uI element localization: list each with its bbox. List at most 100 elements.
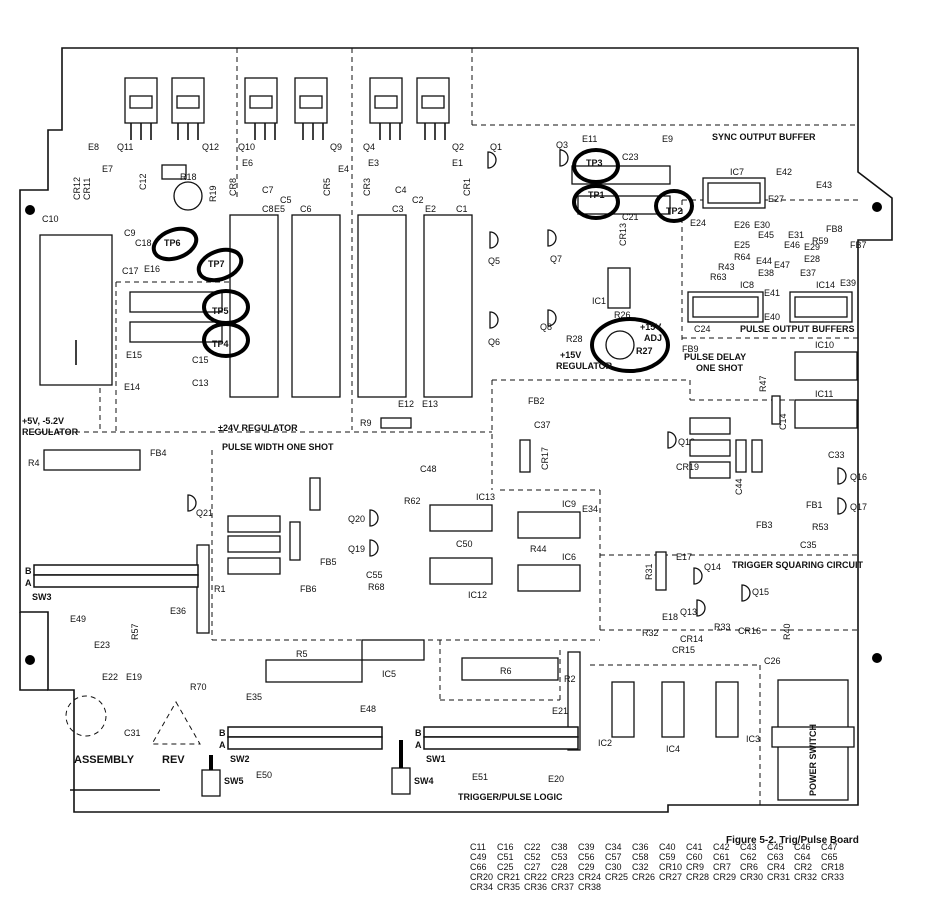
label-sw5: SW5 (224, 776, 244, 786)
label-e14: E14 (124, 382, 140, 392)
component-label: CR28 (686, 872, 709, 882)
label-r62: R62 (404, 496, 421, 506)
label-sw2: SW2 (230, 754, 250, 764)
label-q17: Q17 (850, 502, 867, 512)
section-pulse-width: PULSE WIDTH ONE SHOT (222, 442, 334, 452)
label-e29: E29 (804, 242, 820, 252)
component-label: C65 (821, 852, 838, 862)
label-sw1-pin-a: A (415, 740, 422, 750)
test-point-markers (151, 148, 694, 373)
label-e23: E23 (94, 640, 110, 650)
component-label: CR25 (605, 872, 628, 882)
label-e43: E43 (816, 180, 832, 190)
label-ic12: IC12 (468, 590, 487, 600)
label-ic5: IC5 (382, 669, 396, 679)
label-e22: E22 (102, 672, 118, 682)
label-e35: E35 (246, 692, 262, 702)
label-r2: R2 (564, 674, 576, 684)
section-regulator-15v: +15V (560, 350, 581, 360)
label-fb1: FB1 (806, 500, 823, 510)
label-cr5: CR5 (322, 178, 332, 196)
label-c14: C14 (778, 413, 788, 430)
label-c44: C44 (734, 478, 744, 495)
label-q4: Q4 (363, 142, 375, 152)
label-r59: R59 (812, 236, 829, 246)
label-c15: C15 (192, 355, 209, 365)
component-label: C28 (551, 862, 568, 872)
label-c1: C1 (456, 204, 468, 214)
component-label: CR36 (524, 882, 547, 892)
label-sw1: SW1 (426, 754, 446, 764)
section-power-switch: POWER SWITCH (808, 724, 818, 796)
label-e36: E36 (170, 606, 186, 616)
label-e20: E20 (548, 774, 564, 784)
component-label: CR24 (578, 872, 601, 882)
label-tp6: TP6 (164, 238, 181, 248)
label-e48: E48 (360, 704, 376, 714)
label-c18: C18 (135, 238, 152, 248)
mounting-hole (872, 202, 882, 212)
label-c21: C21 (622, 212, 639, 222)
component-label: CR6 (740, 862, 758, 872)
label-e12: E12 (398, 399, 414, 409)
label-q2: Q2 (452, 142, 464, 152)
label-sw2-pin-a: A (219, 740, 226, 750)
component-label: C42 (713, 842, 730, 852)
rev-triangle (151, 700, 201, 745)
label-r27: R27 (636, 346, 653, 356)
switch-connectors (33, 564, 855, 801)
label-r5: R5 (296, 649, 308, 659)
label-r26: R26 (614, 310, 631, 320)
label-q14: Q14 (704, 562, 721, 572)
label-e17: E17 (676, 552, 692, 562)
label-cr3: CR3 (362, 178, 372, 196)
label-e47: E47 (774, 260, 790, 270)
label-c8: C8 (262, 204, 274, 214)
label-c23: C23 (622, 152, 639, 162)
label-e4: E4 (338, 164, 349, 174)
component-label: C59 (659, 852, 676, 862)
section-trigger-logic: TRIGGER/PULSE LOGIC (458, 792, 563, 802)
label-q16: Q16 (850, 472, 867, 482)
component-label: C46 (794, 842, 811, 852)
label-e26: E26 (734, 220, 750, 230)
label-cr13: CR13 (618, 223, 628, 246)
section-regulator-15v-2: REGULATOR (556, 361, 613, 371)
component-label: CR30 (740, 872, 763, 882)
label-e41: E41 (764, 288, 780, 298)
label-ic3: IC3 (746, 734, 760, 744)
label-e31: E31 (788, 230, 804, 240)
label-ic4: IC4 (666, 744, 680, 754)
component-label: C61 (713, 852, 730, 862)
label-c5: C5 (280, 195, 292, 205)
label-sw4: SW4 (414, 776, 434, 786)
label-e11: E11 (582, 134, 597, 144)
label-e45: E45 (758, 230, 774, 240)
component-label: C62 (740, 852, 757, 862)
component-label: C39 (578, 842, 595, 852)
component-label: C45 (767, 842, 784, 852)
label-r28: R28 (566, 334, 583, 344)
label-q13: Q13 (680, 607, 697, 617)
label-q7: Q7 (550, 254, 562, 264)
component-label: C41 (686, 842, 703, 852)
label-e8: E8 (88, 142, 99, 152)
label-c4: C4 (395, 185, 407, 195)
board-outline (19, 47, 893, 813)
label-sw1-pin-b: B (415, 728, 422, 738)
label-e34: E34 (582, 504, 598, 514)
component-label: C60 (686, 852, 703, 862)
label-r57: R57 (130, 623, 140, 640)
component-label: C11 (470, 842, 486, 852)
label-e38: E38 (758, 268, 774, 278)
label-e37: E37 (800, 268, 816, 278)
label-r68: R68 (368, 582, 385, 592)
label-q6: Q6 (488, 337, 500, 347)
label-c50: C50 (456, 539, 473, 549)
label-fb4: FB4 (150, 448, 167, 458)
label-ic6: IC6 (562, 552, 576, 562)
label-c10: C10 (42, 214, 59, 224)
label-cr19: CR19 (676, 462, 699, 472)
label-cr11: CR11 (82, 178, 92, 200)
